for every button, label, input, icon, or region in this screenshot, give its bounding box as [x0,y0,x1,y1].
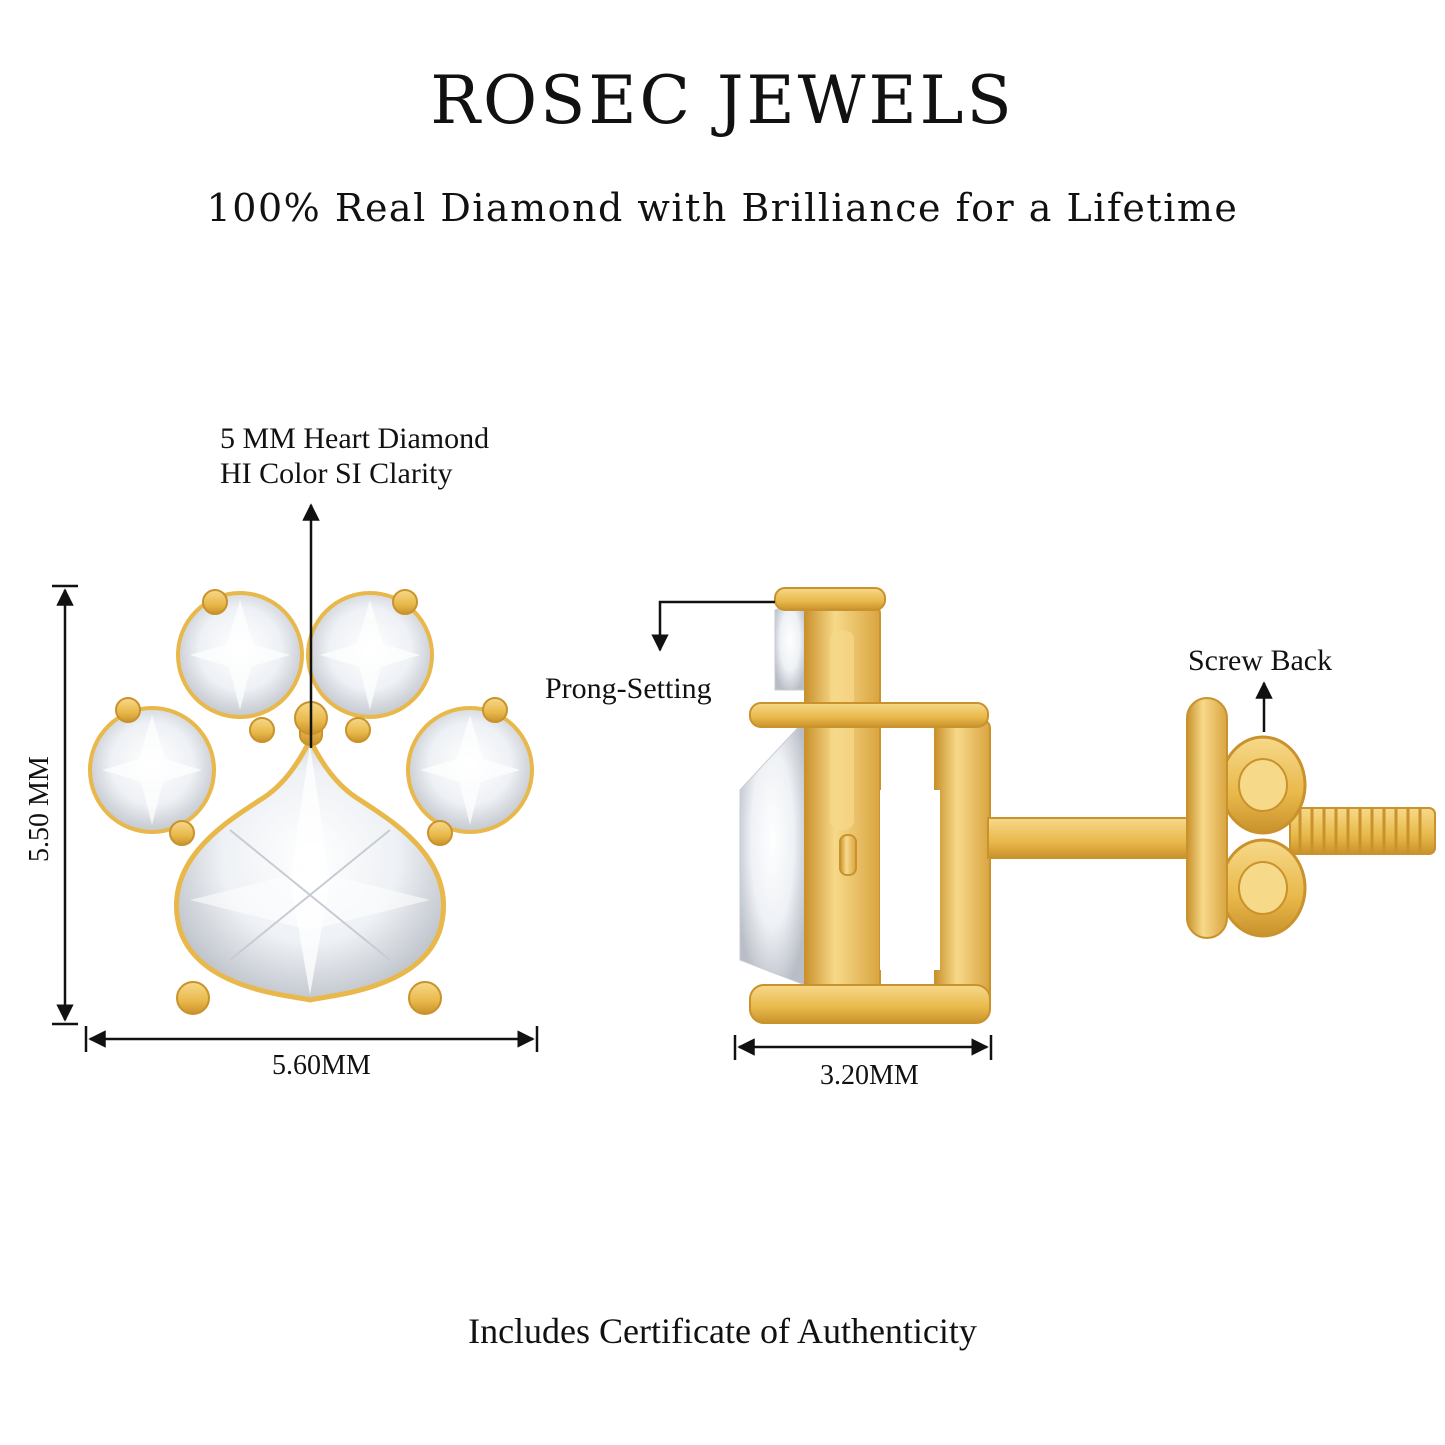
toe-diamond [176,591,304,719]
prong-callout-arrow [651,600,775,652]
certificate-note: Includes Certificate of Authenticity [468,1311,977,1351]
stone-quality-label: HI Color SI Clarity [220,457,453,490]
depth-dimension-line [733,1035,993,1060]
screw-back-label: Screw Back [1188,644,1333,677]
toe-diamond [88,706,216,834]
screw-back-nut [1186,697,1307,939]
screw-thread [1289,807,1436,855]
stone-spec-label: 5 MM Heart Diamond [220,422,490,455]
tagline: 100% Real Diamond with Brilliance for a … [206,186,1239,230]
depth-dimension-label: 3.20MM [820,1060,919,1091]
heart-diamond [174,734,446,1003]
brand-title: ROSEC JEWELS [430,62,1015,139]
height-dimension-label: 5.50 MM [24,756,55,862]
toe-diamond [406,706,534,834]
earring-front-view [88,589,534,1015]
width-dimension-label: 5.60MM [272,1050,371,1081]
earring-side-view [739,587,1436,1024]
width-dimension-line [84,1026,539,1052]
height-dimension-line [52,584,78,1026]
prong-setting-label: Prong-Setting [545,672,712,705]
toe-diamond [306,591,434,719]
prong [115,589,508,1015]
